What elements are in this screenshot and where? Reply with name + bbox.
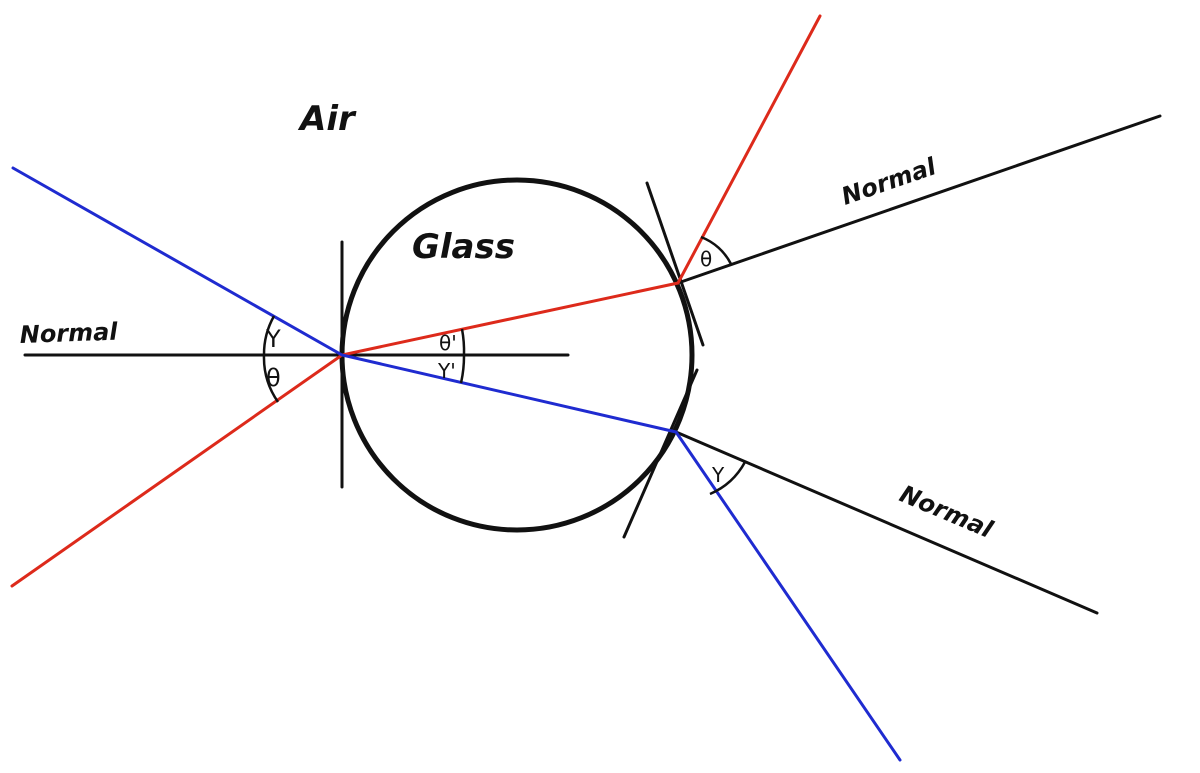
theta-prime-arc xyxy=(460,328,466,356)
glass-label: Glass xyxy=(412,227,515,267)
theta-left-arc xyxy=(262,354,280,403)
theta-prime-symbol: θ' xyxy=(439,331,457,355)
upper-right-tangent-line xyxy=(645,181,705,347)
upper-right-normal-line xyxy=(676,114,1162,285)
air-label: Air xyxy=(297,99,357,139)
theta-left-symbol: θ xyxy=(266,364,281,392)
gamma-exit-symbol: Y xyxy=(711,463,725,487)
blue-ray xyxy=(11,166,902,762)
gamma-prime-arc xyxy=(459,354,466,384)
gamma-exit-arc xyxy=(709,461,747,496)
theta-exit-arc xyxy=(700,235,733,265)
gamma-left-arc xyxy=(262,315,276,356)
normal-label-upper-right: Normal xyxy=(838,152,940,211)
lower-right-tangent-line xyxy=(622,368,699,539)
gamma-prime-symbol: Y' xyxy=(437,359,456,383)
gamma-left-symbol: Y xyxy=(265,325,281,353)
theta-exit-symbol: θ xyxy=(700,247,712,271)
lower-right-normal-line xyxy=(674,430,1099,615)
red-ray xyxy=(10,14,822,588)
normal-label-left: Normal xyxy=(19,318,119,349)
